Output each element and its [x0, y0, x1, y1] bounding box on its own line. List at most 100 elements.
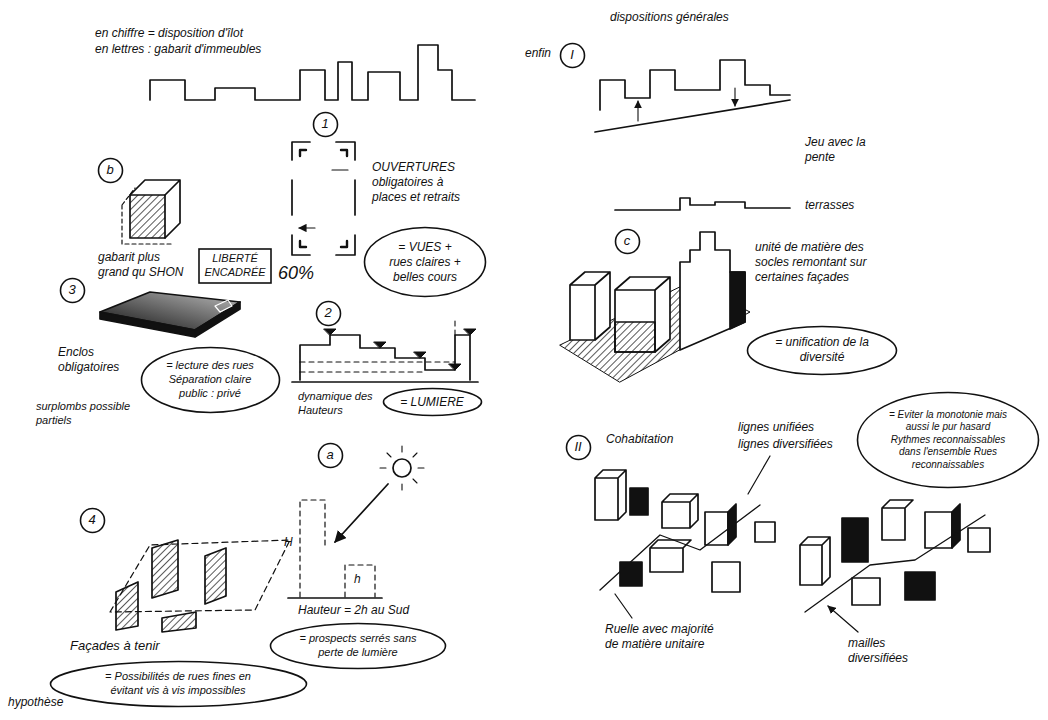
note-label: Jeu avec la pente [805, 135, 880, 165]
note-label: H [284, 535, 293, 550]
callout-number: I [559, 42, 586, 69]
note-label: gabarit plus grand qu SHON [98, 250, 186, 280]
note-label: dispositions générales [610, 10, 729, 25]
node-label: c [624, 233, 631, 249]
node-text: = Eviter la monotonie mais aussi le pur … [887, 409, 1009, 472]
circle-outline [615, 229, 639, 253]
plinth-block [615, 277, 670, 352]
ellipse-outline [858, 393, 1039, 488]
cube-block [570, 272, 610, 340]
node-text: = prospects serrés sans perte de lumière [299, 632, 417, 660]
note-label: Façades à tenir [70, 638, 160, 654]
circled-note: = lecture des rues Séparation claire pub… [140, 346, 281, 414]
note-label: Cohabitation [606, 432, 673, 447]
node-label: 4 [88, 512, 96, 528]
plinth-band [615, 322, 655, 352]
node-label: I [570, 47, 574, 63]
gabarit-envelope [122, 188, 172, 244]
node-text: LIBERTÉ ENCADRÉE [204, 252, 266, 280]
node-text: II [574, 439, 582, 455]
note-label: Enclos obligatoires [58, 345, 136, 375]
circled-note: = Eviter la monotonie mais aussi le pur … [856, 391, 1040, 489]
ellipse-outline [50, 662, 306, 707]
circled-note: = prospects serrés sans perte de lumière [269, 622, 447, 670]
level-marks [324, 329, 476, 370]
circled-note: = VUES + rues claires + belles cours [363, 226, 487, 298]
callout-number: 3 [59, 277, 86, 304]
node-label: = Possibilités de rues fines en évitant … [91, 670, 266, 698]
note-label: mailles diversifiées [848, 636, 928, 666]
stepped-block [680, 232, 745, 350]
note-label: 60% [278, 262, 314, 285]
street-line [600, 505, 760, 590]
callout-number: a [317, 442, 344, 469]
circle-outline [313, 112, 337, 136]
facade-panel [152, 540, 178, 598]
circle-outline [316, 301, 340, 325]
small-building [345, 565, 375, 597]
note-label: dynamique des Hauteurs [298, 390, 378, 418]
note-label: hypothèse [8, 695, 63, 710]
stepped-block-shadow [730, 272, 745, 329]
sun [393, 459, 411, 477]
circle-outline [60, 278, 84, 302]
node-text: 2 [324, 305, 332, 321]
node-label: = Eviter la monotonie mais aussi le pur … [887, 409, 1009, 472]
circle-outline [318, 443, 342, 467]
circle-outline [98, 158, 122, 182]
node-text: a [326, 447, 334, 463]
gate-symbol [215, 300, 232, 312]
note-label: en chiffre = disposition d'îlot [95, 26, 243, 41]
note-label: h [354, 572, 361, 587]
node-text: I [570, 47, 574, 63]
node-label: = prospects serrés sans perte de lumière [299, 632, 417, 660]
node-label: b [106, 162, 114, 178]
box-outline [199, 249, 271, 283]
node-label: a [326, 447, 334, 463]
note-label: lignes unifiées [738, 420, 814, 435]
node-text: = unification de la diversité [772, 335, 872, 365]
ellipse-outline [383, 389, 481, 416]
node-text: 3 [68, 282, 76, 298]
note-label: lignes diversifiées [738, 437, 833, 452]
block-plan [292, 142, 355, 255]
callout-number: 1 [312, 111, 339, 138]
node-text: = VUES + rues claires + belles cours [385, 240, 465, 285]
node-label: 1 [321, 116, 329, 132]
note-label: OUVERTURES obligatoires à places et retr… [372, 160, 472, 205]
ground [288, 597, 382, 599]
node-label: 3 [68, 282, 76, 298]
leader-arrow [615, 456, 858, 632]
boxed-note: LIBERTÉ ENCADRÉE [198, 248, 272, 284]
node-label: = VUES + rues claires + belles cours [385, 240, 465, 285]
circle-outline [80, 508, 104, 532]
node-text: = Possibilités de rues fines en évitant … [91, 670, 266, 698]
note-label: enfin [525, 46, 551, 61]
callout-number: 2 [315, 300, 342, 327]
node-text: b [106, 162, 114, 178]
callout-number: 4 [79, 507, 106, 534]
node-text: c [624, 233, 631, 249]
ellipse-outline [748, 326, 897, 374]
node-label: 2 [324, 305, 332, 321]
node-label: = LUMIERE [400, 395, 464, 410]
note-label: en lettres : gabarit d'immeubles [95, 42, 261, 57]
gabarit-volume [130, 195, 165, 238]
enclosure-slab [100, 292, 240, 330]
sun-ray-arrow [335, 484, 388, 542]
node-label: = lecture des rues Séparation claire pub… [164, 359, 256, 400]
slope-profile [600, 60, 790, 110]
note-label: surplombs possible partiels [36, 400, 131, 428]
sun-rays [380, 446, 424, 490]
street-line [805, 515, 985, 612]
enclosure-slab [100, 302, 240, 337]
gabarit-volume [130, 180, 180, 238]
node-label: = unification de la diversité [772, 335, 872, 365]
callout-number: II [565, 434, 592, 461]
facade-panel [205, 548, 226, 604]
node-text: = LUMIERE [400, 395, 464, 410]
slope-line [595, 100, 790, 132]
diverse-cluster [800, 500, 990, 605]
callout-number: c [614, 228, 641, 255]
node-label: II [574, 439, 582, 455]
